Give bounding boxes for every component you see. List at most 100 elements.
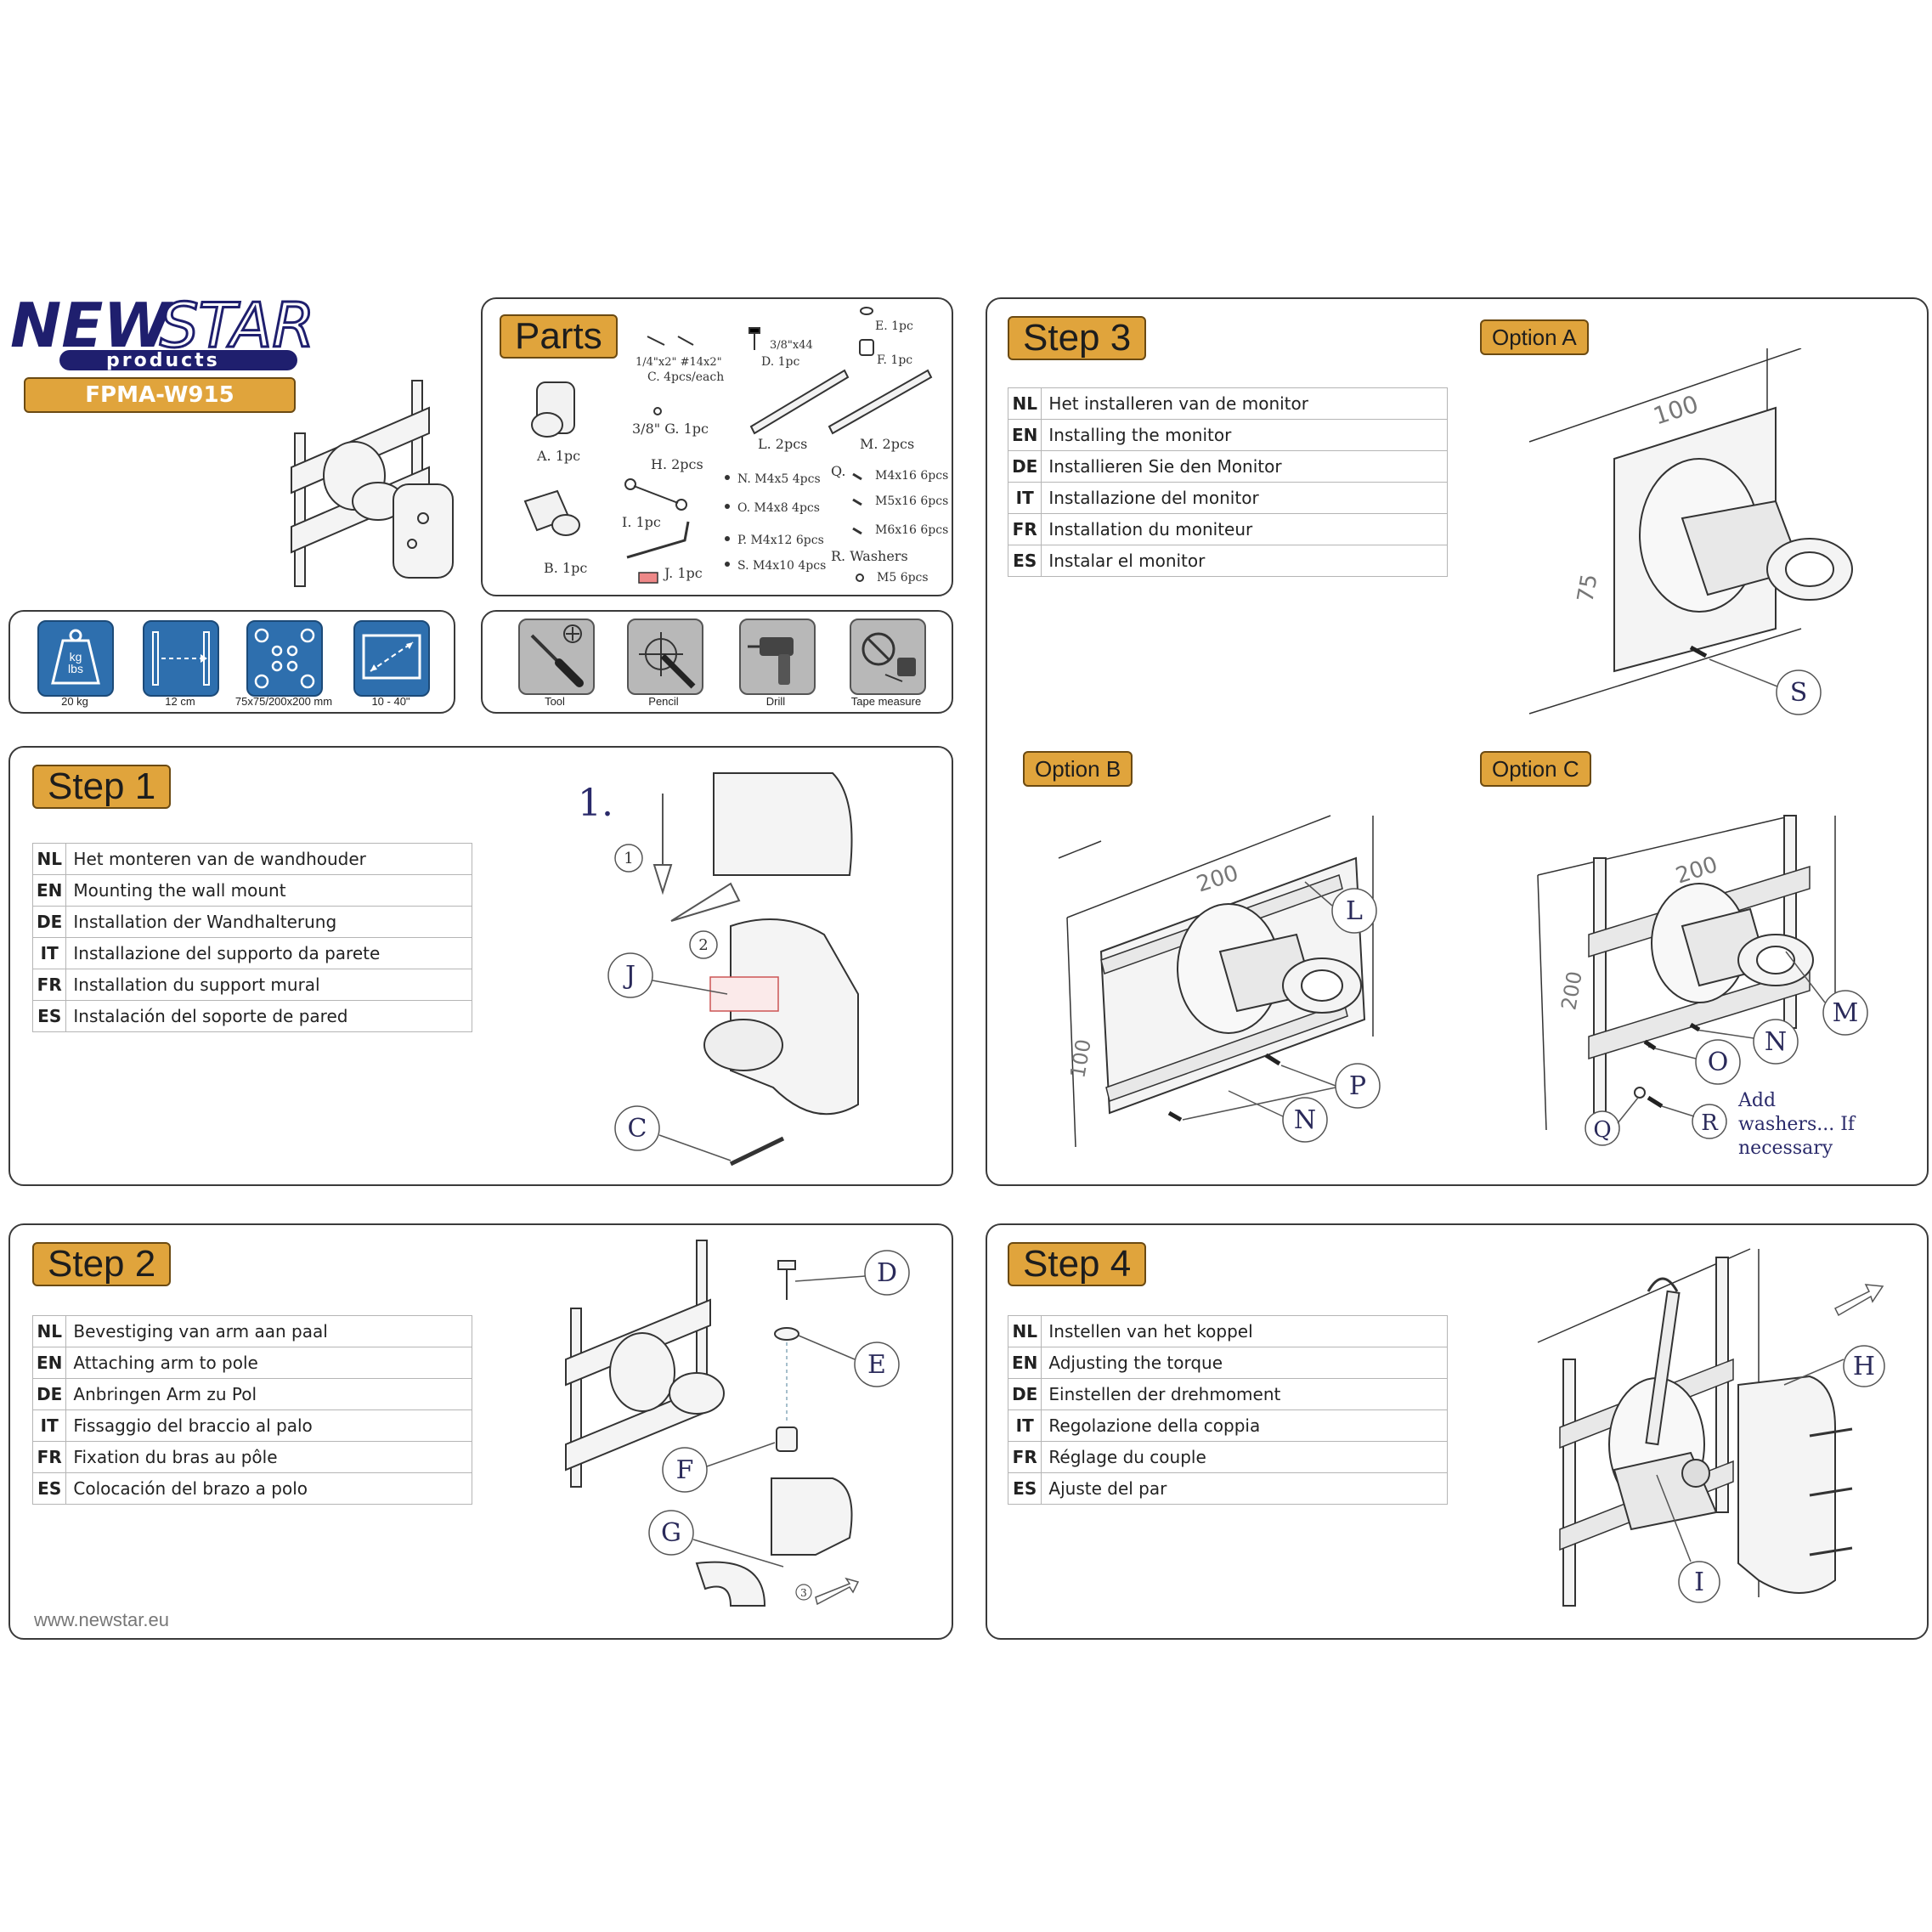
step1-wall-block <box>713 772 853 876</box>
option-a-dim-100: 100 <box>1650 390 1702 431</box>
svg-text:I: I <box>1694 1568 1704 1597</box>
screw-icons-right <box>852 472 862 535</box>
part-i-drawing <box>626 521 690 559</box>
part-q-label: Q. <box>831 463 845 479</box>
tape-measure-icon <box>861 632 916 682</box>
logo-sub: products <box>106 350 220 371</box>
svg-text:C: C <box>628 1114 647 1144</box>
tool-screwdriver-box <box>518 619 595 695</box>
part-j-label: J. 1pc <box>663 565 703 581</box>
step2-title: Step 2 <box>32 1242 172 1286</box>
part-m-drawing <box>828 369 933 435</box>
model-badge: FPMA-W915 <box>24 377 296 413</box>
svg-text:E: E <box>867 1350 886 1380</box>
svg-text:D: D <box>877 1258 897 1288</box>
option-c-diagram: 200 200 M N O Q R Add washers... If nece… <box>1537 815 1868 1159</box>
svg-text:N: N <box>1294 1105 1316 1135</box>
callout-g <box>648 1510 694 1556</box>
part-e-label: E. 1pc <box>875 319 913 333</box>
logo-sub-bar <box>59 350 297 370</box>
option-b-dim-100: 100 <box>1065 1037 1096 1080</box>
part-h-label: H. 2pcs <box>651 456 703 472</box>
tool-pencil-label: Pencil <box>648 695 679 708</box>
spec-vesa-label: 75x75/200x200 mm <box>234 695 333 708</box>
logo-star: STAR <box>160 290 314 361</box>
tool-screwdriver-label: Tool <box>545 695 565 708</box>
part-a-drawing <box>531 381 575 438</box>
step1-title: Step 1 <box>32 765 172 809</box>
part-g-label: 3/8" G. 1pc <box>632 421 709 437</box>
option-c-note-line2: washers... If <box>1738 1114 1856 1135</box>
spec-distance-box <box>143 620 219 697</box>
callout-o <box>1695 1039 1741 1085</box>
part-i-label: I. 1pc <box>622 514 661 530</box>
svg-text:N: N <box>1765 1027 1787 1057</box>
part-h-drawing <box>624 478 687 511</box>
part-j-drawing <box>638 572 658 584</box>
tool-tape-label: Tape measure <box>850 695 922 708</box>
svg-text:R: R <box>1701 1110 1719 1136</box>
svg-text:P: P <box>1349 1071 1366 1101</box>
spec-weight-label: 20 kg <box>61 695 88 708</box>
part-n-label: N. M4x5 4pcs <box>737 472 821 486</box>
callout-3 <box>795 1584 812 1601</box>
callout-n-b <box>1282 1097 1328 1143</box>
spec-screen-box <box>353 620 430 697</box>
part-p-label: P. M4x12 6pcs <box>737 534 824 547</box>
parts-panel <box>481 297 953 596</box>
spec-weight-box: kg lbs <box>37 620 114 697</box>
step1-arrow-in <box>670 882 741 922</box>
part-l-label: L. 2pcs <box>758 436 807 452</box>
callout-n-c <box>1753 1019 1799 1065</box>
svg-text:2: 2 <box>698 936 708 954</box>
tool-drill-label: Drill <box>765 695 786 708</box>
part-r-drawing <box>856 573 864 582</box>
step4-wrench <box>1645 1290 1681 1446</box>
callout-1 <box>614 844 643 873</box>
step3-title: Step 3 <box>1008 316 1147 360</box>
part-d-size: 3/8"x44 <box>770 339 813 352</box>
distance-icon <box>152 631 210 686</box>
part-c-label: C. 4pcs/each <box>647 370 724 384</box>
step1-part-j <box>709 976 779 1012</box>
callout-m <box>1822 990 1868 1036</box>
part-e-drawing <box>860 307 873 315</box>
svg-text:lbs: lbs <box>68 662 83 675</box>
option-c-note-line1: Add <box>1737 1090 1776 1111</box>
part-q1-label: M4x16 6pcs <box>875 469 948 483</box>
part-q2-label: M5x16 6pcs <box>875 494 948 508</box>
option-b-diagram: 200 100 L P N <box>1058 815 1381 1148</box>
svg-text:S: S <box>1790 678 1808 708</box>
callout-r <box>1692 1104 1727 1139</box>
part-q3-label: M6x16 6pcs <box>875 523 948 537</box>
svg-text:kg: kg <box>70 650 82 664</box>
pencil-icon <box>639 632 696 689</box>
brand-logo: NEW STAR products <box>8 287 316 372</box>
part-r-size: M5 6pcs <box>877 571 929 585</box>
svg-text:L: L <box>1346 896 1363 926</box>
tool-drill-box <box>739 619 816 695</box>
svg-text:G: G <box>661 1518 681 1548</box>
option-c-note-line3: necessary <box>1738 1138 1833 1159</box>
newstar-logo: NEW STAR products <box>10 289 316 372</box>
step1-bolt-c <box>729 1136 785 1167</box>
option-a-dim-75: 75 <box>1573 572 1602 604</box>
part-c-drawing <box>647 336 694 346</box>
part-s-label: S. M4x10 4pcs <box>737 559 826 573</box>
option-a-title: Option A <box>1480 319 1589 355</box>
callout-h <box>1843 1345 1885 1387</box>
part-o-label: O. M4x8 4pcs <box>737 501 820 515</box>
part-c-sizes: 1/4"x2" #14x2" <box>636 356 722 369</box>
drill-icon <box>748 637 794 685</box>
screwdriver-icon <box>530 624 584 687</box>
step1-diagram: 1. 1 2 J C <box>578 772 859 1167</box>
